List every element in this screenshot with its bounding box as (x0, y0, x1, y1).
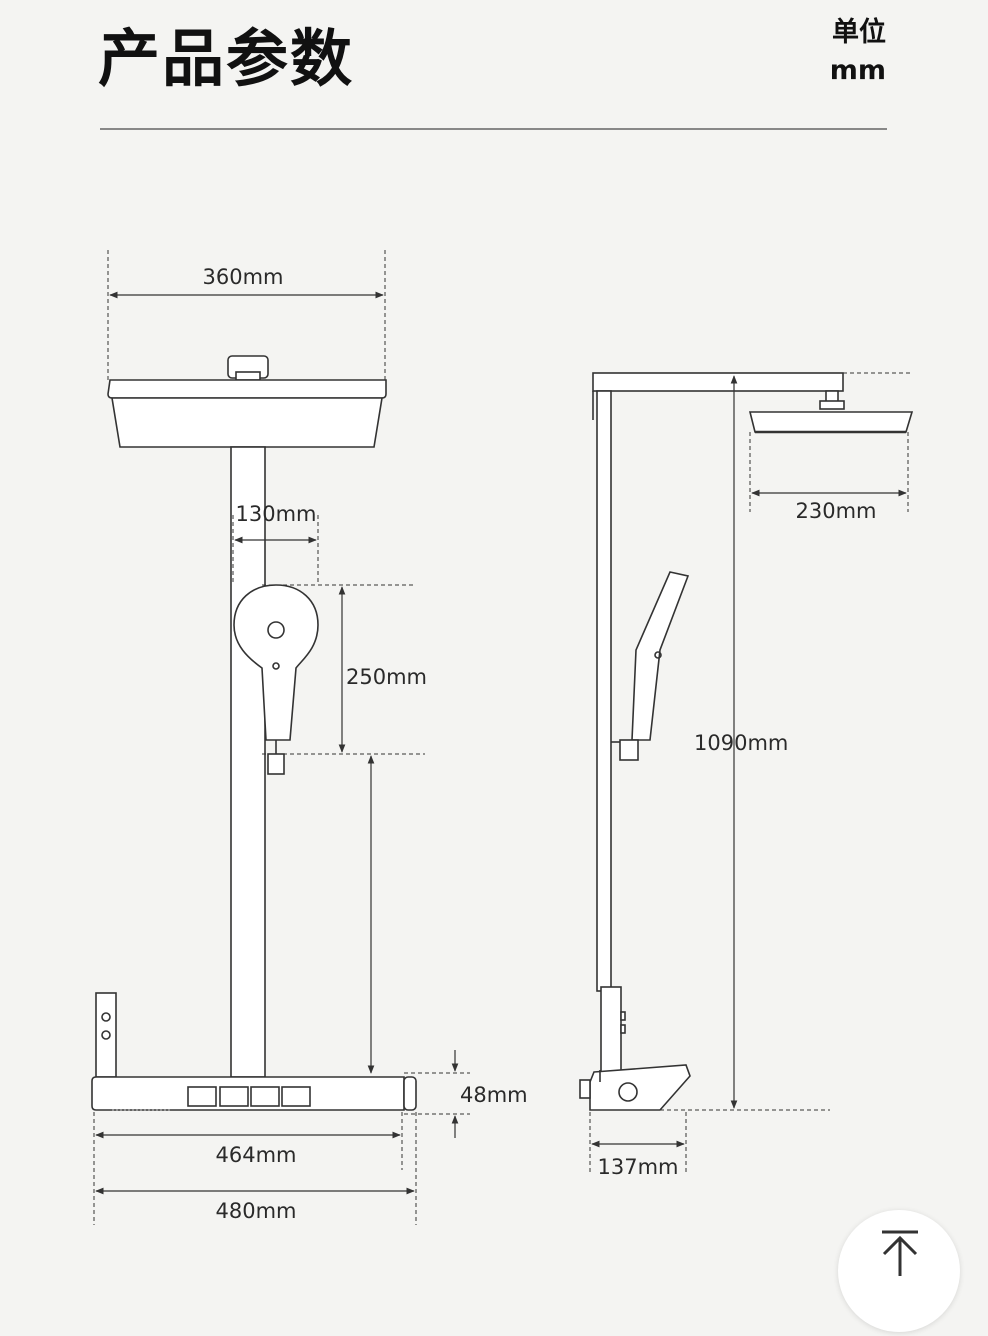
side-view (579, 372, 914, 1175)
dim-480mm: 480mm (216, 1199, 297, 1223)
technical-drawing: 360mm 130mm 250mm 48mm 464mm 480mm (91, 250, 914, 1225)
unit-label-line2: mm (829, 55, 886, 86)
unit-label-line1: 单位 (832, 17, 886, 48)
arrow-up-to-top-icon (882, 1230, 918, 1276)
dim-464mm: 464mm (216, 1143, 297, 1167)
dim-48mm: 48mm (460, 1083, 528, 1107)
dim-1090mm: 1090mm (694, 731, 788, 755)
dim-360mm: 360mm (203, 265, 284, 289)
unit-label: 单位 mm (830, 14, 886, 90)
dim-137mm: 137mm (598, 1155, 679, 1179)
dim-130mm: 130mm (236, 502, 317, 526)
header-divider (100, 128, 887, 130)
scroll-to-top-button[interactable] (838, 1210, 960, 1332)
front-view (91, 250, 470, 1225)
dim-230mm: 230mm (796, 499, 877, 523)
dim-250mm: 250mm (346, 665, 427, 689)
page-title: 产品参数 (98, 22, 355, 95)
